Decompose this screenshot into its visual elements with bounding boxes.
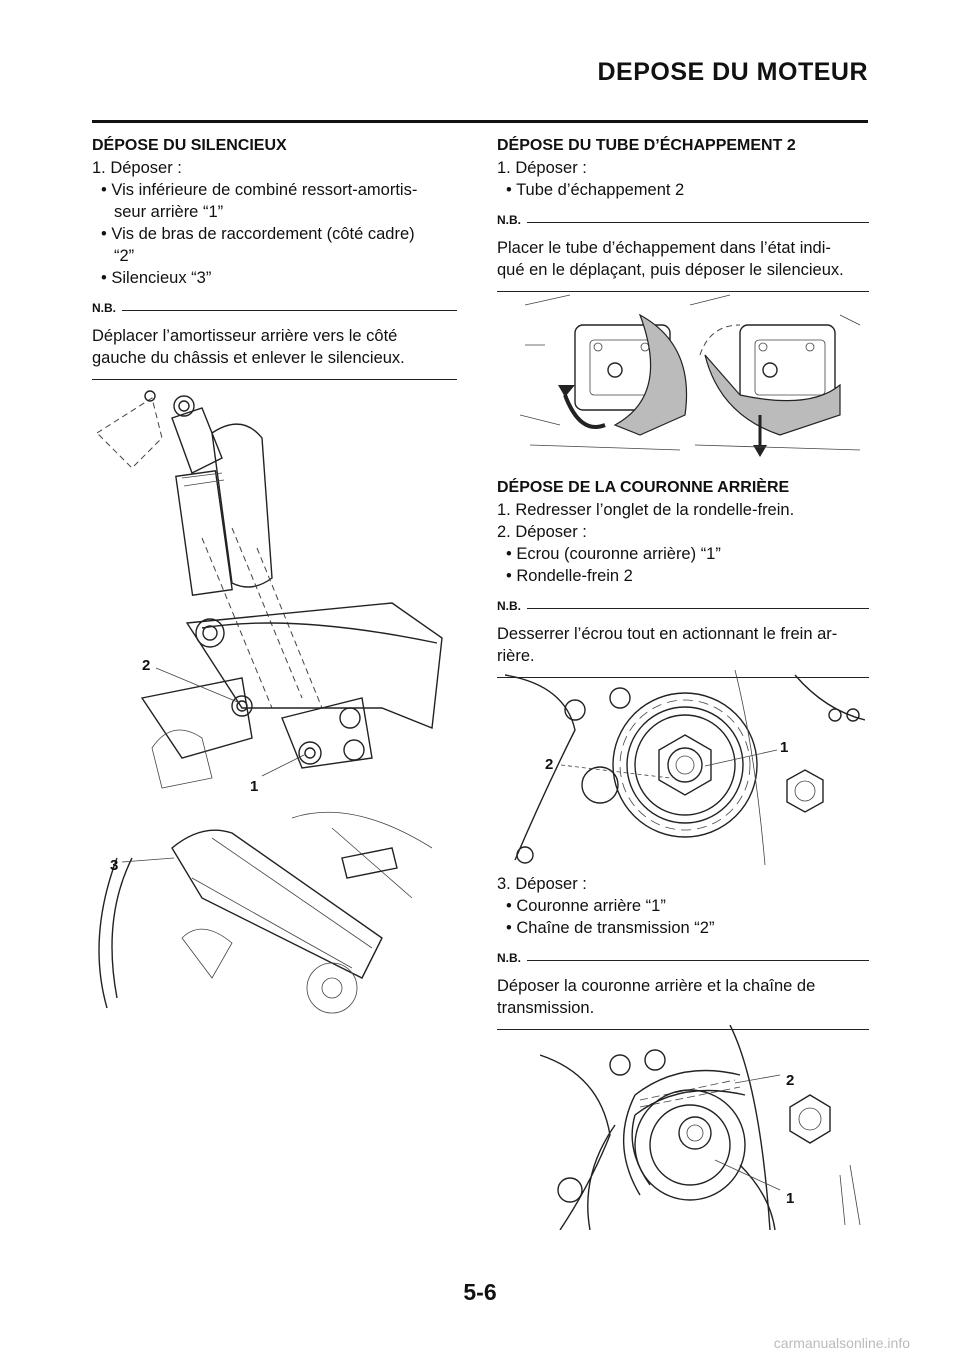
bullet-vis-bras: • Vis de bras de raccordement (côté cadr… xyxy=(101,225,415,243)
bullet-ecrou: • Ecrou (couronne arrière) “1” xyxy=(506,545,721,563)
note-header: N.B. xyxy=(497,595,869,617)
note-header: N.B. xyxy=(497,209,869,231)
step-deposer: 1. Déposer : xyxy=(92,159,182,177)
step-deposer-couronne: 2. Déposer : xyxy=(497,523,587,541)
step-deposer-tube: 1. Déposer : xyxy=(497,159,587,177)
note-label: N.B. xyxy=(92,301,116,315)
note-label: N.B. xyxy=(497,213,521,227)
exhaust-pipe-illustration xyxy=(520,294,861,457)
shock-silencer-illustration: 2 1 3 xyxy=(96,390,443,1014)
label-2: 2 xyxy=(545,756,553,773)
note-text-2: rière. xyxy=(497,647,535,665)
note-header: N.B. xyxy=(92,297,457,319)
label-2: 2 xyxy=(142,657,150,674)
section-heading-couronne: DÉPOSE DE LA COURONNE ARRIÈRE xyxy=(497,479,790,496)
bullet-rondelle: • Rondelle-frein 2 xyxy=(506,567,633,585)
note-end-rule xyxy=(92,379,457,380)
note-end-rule xyxy=(497,291,869,292)
sprocket-nut-illustration: 2 1 xyxy=(505,670,865,865)
right-column-section-2: DÉPOSE DE LA COURONNE ARRIÈRE 1. Redress… xyxy=(497,477,869,678)
step-deposer-3: 3. Déposer : xyxy=(497,875,587,893)
label-3: 3 xyxy=(110,857,118,874)
header-divider xyxy=(92,120,868,123)
watermark: carmanualsonline.info xyxy=(773,1335,910,1351)
bullet-vis-inferieure-cont: seur arrière “1” xyxy=(114,203,224,221)
bullet-chaine: • Chaîne de transmission “2” xyxy=(506,919,715,937)
step-redresser: 1. Redresser l’onglet de la rondelle-fre… xyxy=(497,501,795,519)
right-column-section-1: DÉPOSE DU TUBE D’ÉCHAPPEMENT 2 1. Dépose… xyxy=(497,135,869,292)
note-end-rule xyxy=(497,677,869,678)
note-text-1: Placer le tube d’échappement dans l’état… xyxy=(497,239,831,257)
note-text-2: transmission. xyxy=(497,999,595,1017)
label-1: 1 xyxy=(786,1190,794,1207)
bullet-couronne: • Couronne arrière “1” xyxy=(506,897,666,915)
note-label: N.B. xyxy=(497,599,521,613)
label-1: 1 xyxy=(250,778,258,795)
page-number: 5-6 xyxy=(463,1279,497,1305)
note-text-1: Desserrer l’écrou tout en actionnant le … xyxy=(497,625,838,643)
section-heading-silencieux: DÉPOSE DU SILENCIEUX xyxy=(92,137,287,154)
bullet-silencieux: • Silencieux “3” xyxy=(101,269,212,287)
bullet-vis-bras-cont: “2” xyxy=(114,247,135,265)
note-text-1: Déposer la couronne arrière et la chaîne… xyxy=(497,977,816,995)
sprocket-chain-illustration: 2 1 xyxy=(540,1025,861,1230)
note-label: N.B. xyxy=(497,951,521,965)
bullet-tube: • Tube d’échappement 2 xyxy=(506,181,685,199)
note-text-2: gauche du châssis et enlever le silencie… xyxy=(92,349,405,367)
bullet-vis-inferieure: • Vis inférieure de combiné ressort-amor… xyxy=(101,181,418,199)
page-title: DEPOSE DU MOTEUR xyxy=(597,58,868,86)
note-header: N.B. xyxy=(497,947,869,969)
left-column-text: DÉPOSE DU SILENCIEUX 1. Déposer : • Vis … xyxy=(92,135,457,380)
right-column-section-3: 3. Déposer : • Couronne arrière “1” • Ch… xyxy=(497,873,869,1030)
note-end-rule xyxy=(497,1029,869,1030)
note-text-1: Déplacer l’amortisseur arrière vers le c… xyxy=(92,327,398,345)
label-1: 1 xyxy=(780,739,788,756)
section-heading-tube: DÉPOSE DU TUBE D’ÉCHAPPEMENT 2 xyxy=(497,137,796,154)
label-2: 2 xyxy=(786,1072,794,1089)
note-text-2: qué en le déplaçant, puis déposer le sil… xyxy=(497,261,844,279)
